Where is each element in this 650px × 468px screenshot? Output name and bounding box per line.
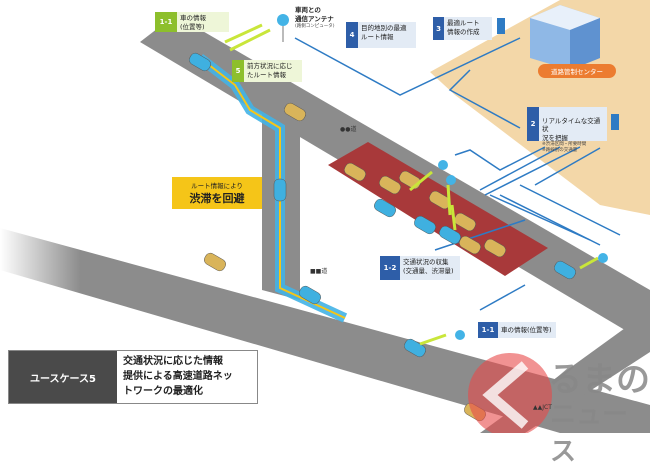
control-center-label: 道路管制センター [538,64,616,78]
use-case-description: 交通状況に応じた情報 提供による高速道路ネッ トワークの最適化 [123,356,233,397]
connected-car [299,285,321,305]
step-3-badge: 3 [433,17,444,40]
logo-text-line1: るまの [548,360,650,400]
step-1-1-bottom-label: 車の情報(位置等) [498,322,556,338]
step-2-badge: 2 [527,107,539,141]
step-1-2-label: 交通状況の収集 (交通量、渋滞量) [400,256,460,280]
step-4-label: 目的地別の最適 ルート情報 [358,22,416,48]
communication-lines [294,37,621,311]
step-2-notes: ※渋滞区間・所要時間 ※路線別の交通量 [542,142,587,153]
diagram-illustration [0,0,650,433]
callout-line2: 渋滞を回避 [189,192,245,205]
car [459,235,481,255]
use-case-title-box: ユースケース5 交通状況に応じた情報 提供による高速道路ネッ トワークの最適化 [8,350,258,404]
connected-car [414,215,436,235]
connected-car [404,338,426,358]
antenna-title: 車両との 通信アンテナ [295,6,334,23]
logo-text-line2: ニュース [550,400,629,467]
car [454,212,476,232]
green-arrows [224,23,599,346]
upper-road-label: ●●道 [340,126,357,133]
car [204,252,226,272]
car [344,162,366,182]
step-5-badge: 5 [232,60,244,82]
use-case-label: ユースケース5 [9,351,117,403]
connected-car [189,52,211,72]
step-4-badge: 4 [346,22,358,48]
car [379,175,401,195]
step-1-1-badge: 1-1 [155,12,177,32]
antenna-subtitle: (路側コンピュータ) [295,24,335,29]
step-1-2-badge: 1-2 [380,256,400,280]
step-2-text: リアルタイムな交通状 況を把握 [542,116,601,142]
step-5-label: 前方状況に応じ たルート情報 [244,60,302,82]
connected-car [554,260,576,280]
connected-car [273,178,287,202]
step-2-label: リアルタイムな交通状 況を把握 ※渋滞区間・所要時間 ※路線別の交通量 [539,107,607,153]
car [284,102,306,122]
lower-road-label: ■■道 [310,268,328,275]
control-center-building [530,5,600,70]
connected-car [374,198,396,218]
step-1-1-label: 車の情報 (位置等) [177,12,229,32]
logo-mark [468,353,552,433]
car [484,238,506,258]
antennas [277,14,608,340]
step-3-label: 最適ルート 情報の作成 [444,17,492,40]
jct-label: ▲▲JCT [533,404,552,411]
route-line [199,57,346,319]
step-1-1-bottom-badge: 1-1 [478,322,498,338]
server-icons [497,18,619,130]
callout-line1: ルート情報により [191,182,243,190]
connected-car [439,225,461,245]
avoid-congestion-callout: ルート情報により 渋滞を回避 [172,177,262,209]
